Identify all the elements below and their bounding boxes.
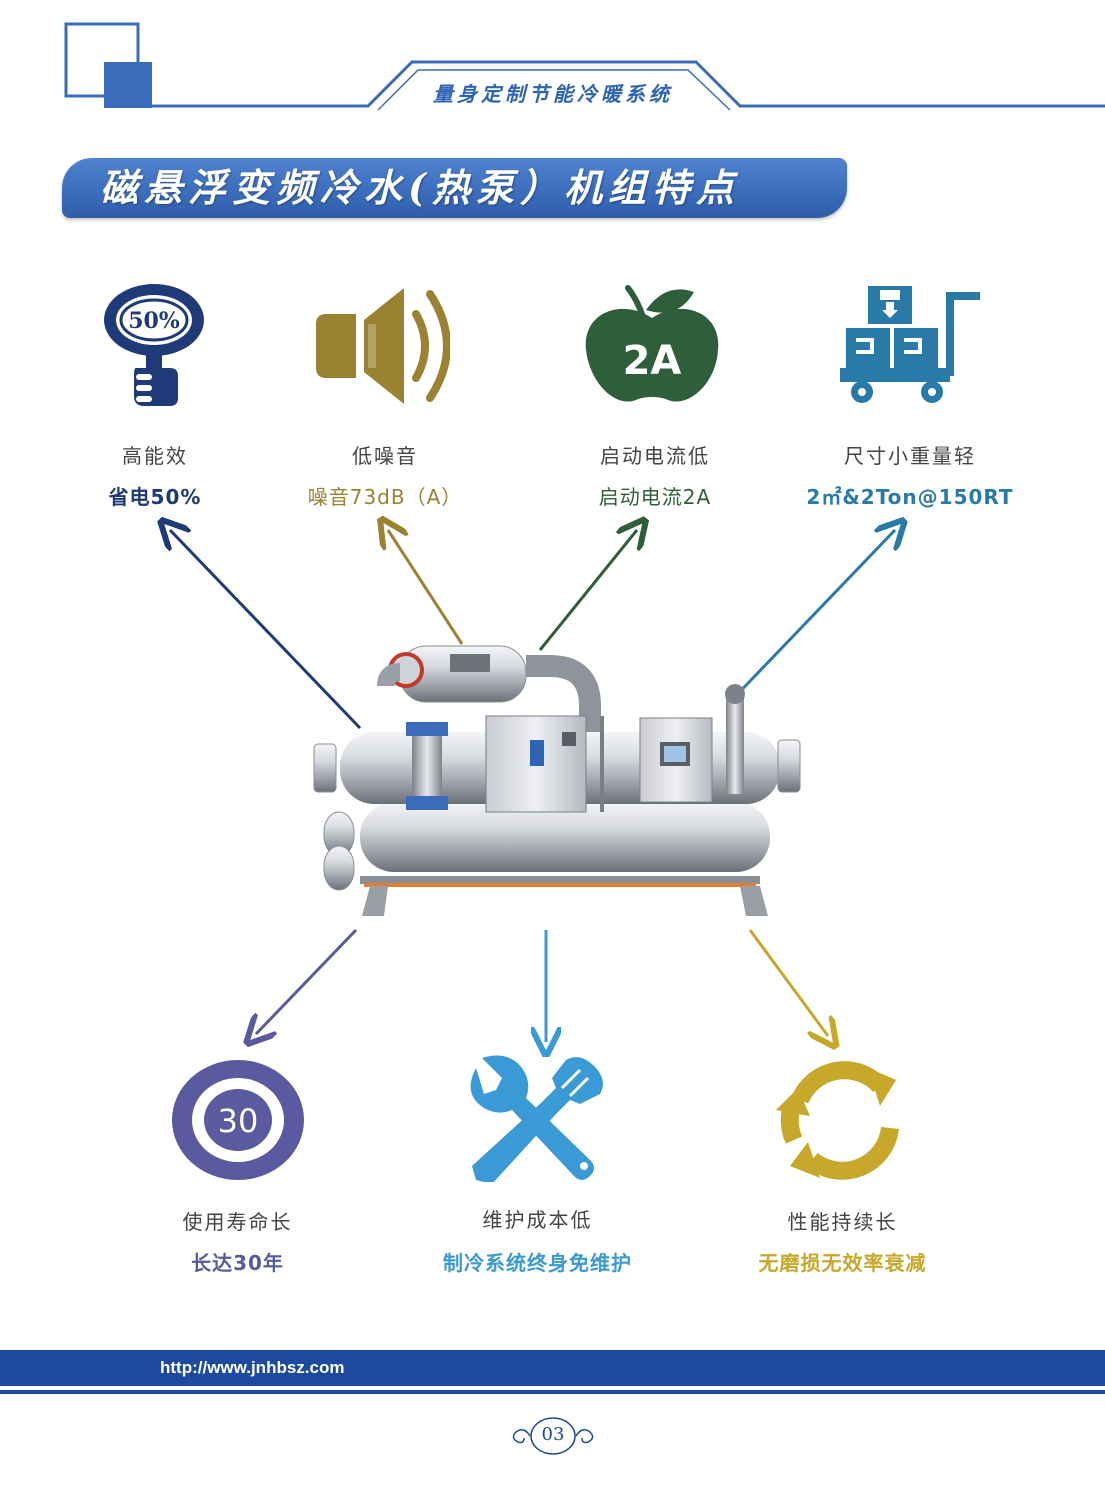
cart-boxes-icon [840,286,980,403]
title-banner [62,158,847,218]
feature-label-maintenance: 维护成本低 [482,1208,593,1232]
feature-value-startup-current: 启动电流2A [598,485,712,509]
hand-badge-text: 50% [128,308,180,334]
page-number: 03 [541,1424,565,1445]
footer-bar [0,1350,1105,1386]
chiller-unit-illustration [313,645,801,916]
hand-50-percent-icon: 50% [104,284,204,406]
feature-label-durability: 性能持续长 [787,1210,898,1234]
apple-badge-text: 2A [623,338,682,384]
speaker-icon [316,288,450,404]
footer-url-link[interactable]: http://www.jnhbsz.com [160,1358,345,1377]
feature-label-efficiency: 高能效 [122,444,188,468]
feature-label-startup-current: 启动电流低 [600,444,710,468]
footer-divider [0,1390,1105,1394]
feature-arrows [0,0,1105,1100]
feature-value-noise: 噪音73dB（A） [307,485,463,509]
target-badge-text: 30 [218,1102,259,1140]
feature-value-size-weight: 2㎡&2Ton@150RT [806,485,1014,509]
recycle-arrows-icon [776,1061,899,1180]
target-30-icon: 30 [172,1060,304,1180]
feature-value-efficiency: 省电50% [108,485,202,509]
header-decoration [64,22,1105,111]
feature-value-durability: 无磨损无效率衰减 [758,1251,927,1275]
page-title: 磁悬浮变频冷水(热泵）机组特点 [100,165,740,210]
feature-value-lifespan: 长达30年 [191,1251,284,1275]
feature-value-maintenance: 制冷系统终身免维护 [443,1251,632,1275]
apple-2a-icon: 2A [585,285,719,402]
header-tagline: 量身定制节能冷暖系统 [433,82,673,106]
feature-label-noise: 低噪音 [352,444,418,468]
wrench-screwdriver-icon [470,1055,603,1182]
page-number-ornament [512,1417,594,1455]
feature-label-lifespan: 使用寿命长 [182,1210,293,1234]
feature-label-size-weight: 尺寸小重量轻 [844,444,976,468]
